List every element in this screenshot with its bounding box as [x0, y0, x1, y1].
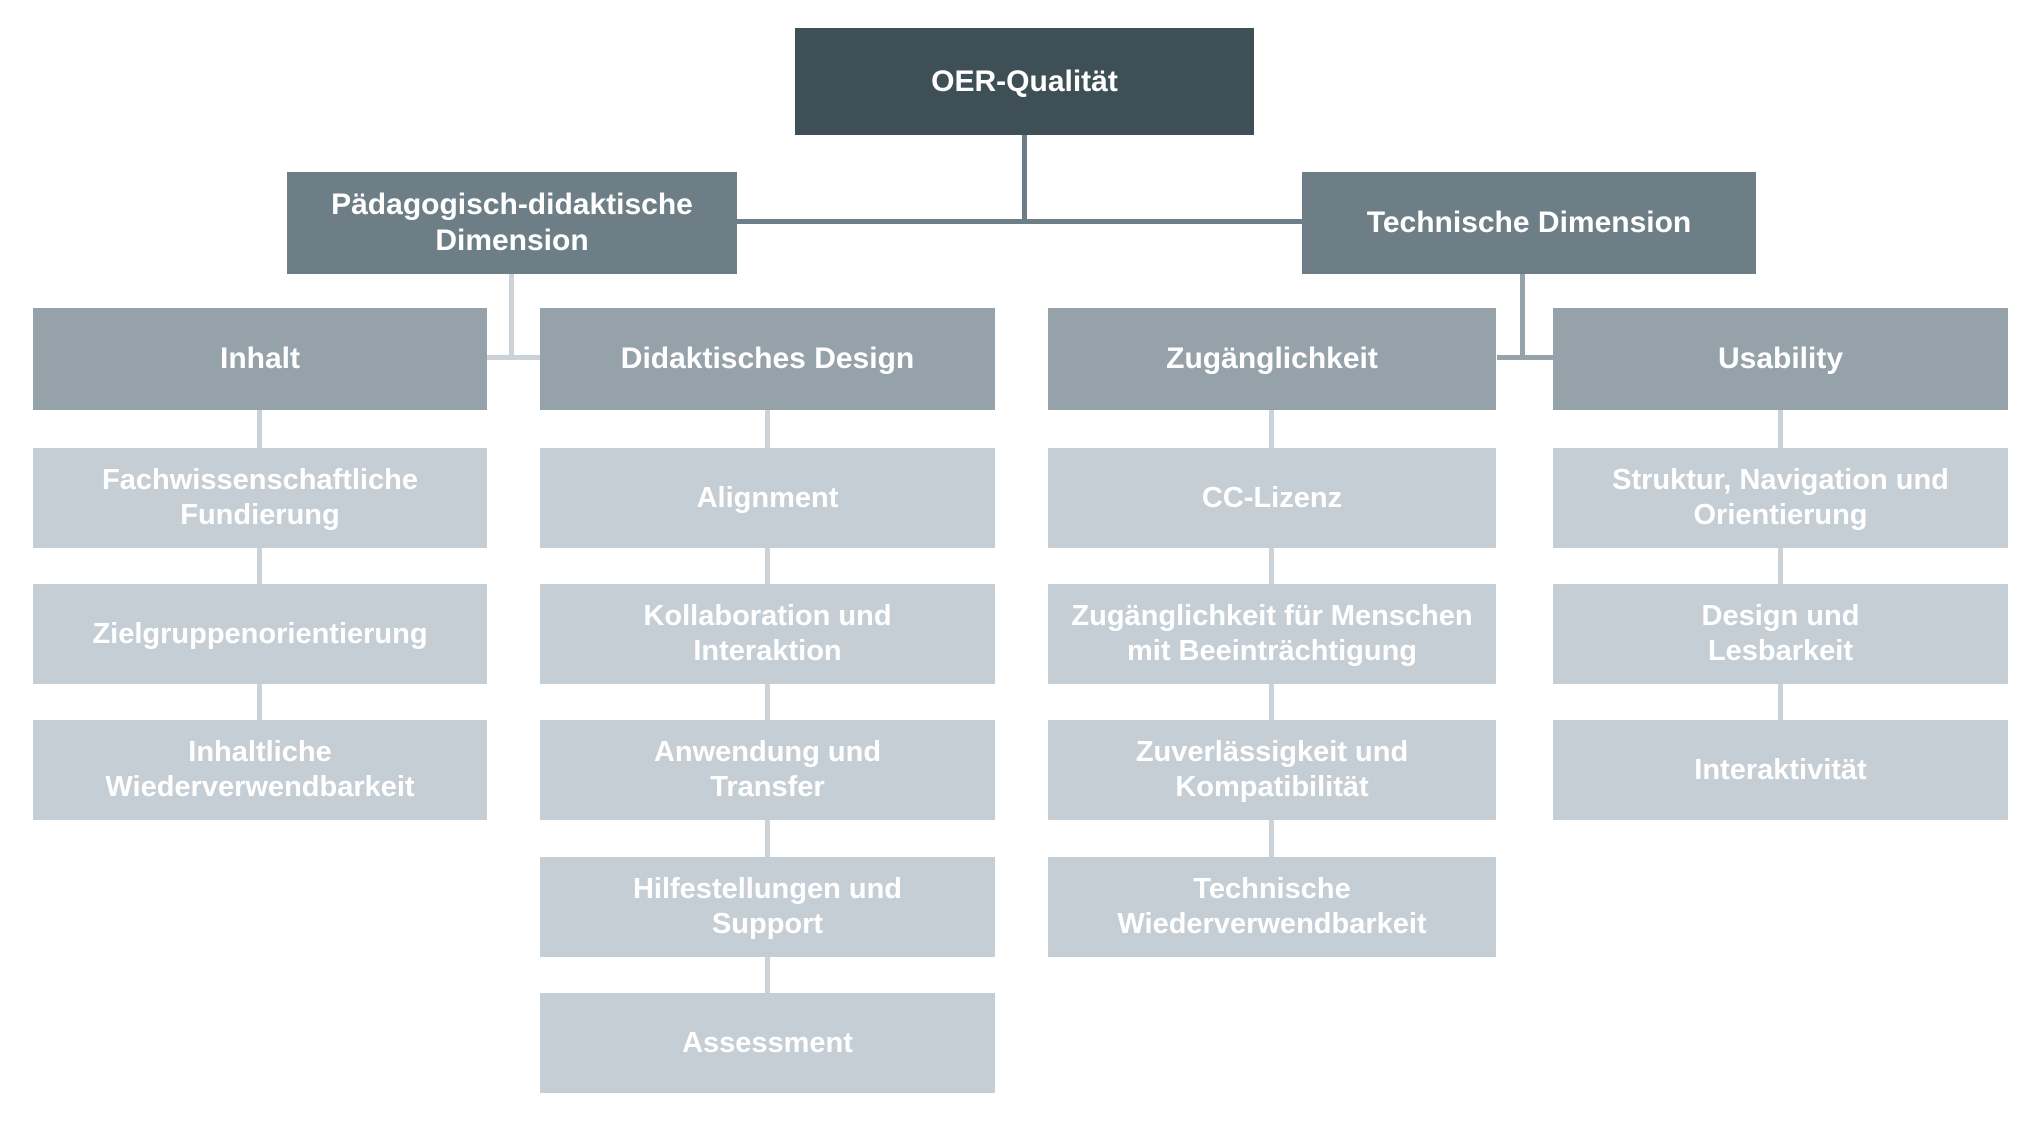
- item-anwendung-transfer: Anwendung und Transfer: [540, 720, 995, 820]
- connector-col2-seg5: [765, 957, 770, 993]
- connector-col1-seg1: [257, 410, 262, 448]
- connector-col2-seg3: [765, 684, 770, 720]
- connector-col3-seg3: [1269, 684, 1274, 720]
- column-header-usability: Usability: [1553, 308, 2008, 410]
- connector-col3-seg4: [1269, 820, 1274, 857]
- item-technische-wiederverwendbarkeit: Technische Wiederverwendbarkeit: [1048, 857, 1496, 957]
- column-header-inhalt: Inhalt: [33, 308, 487, 410]
- dimension-box-paedagogisch-didaktisch: Pädagogisch-didaktische Dimension: [287, 172, 737, 274]
- root-box-oer-qualitaet: OER-Qualität: [795, 28, 1254, 135]
- item-alignment: Alignment: [540, 448, 995, 548]
- item-hilfestellungen-support: Hilfestellungen und Support: [540, 857, 995, 957]
- connector-col2-seg1: [765, 410, 770, 448]
- column-header-didaktisches-design: Didaktisches Design: [540, 308, 995, 410]
- item-design-lesbarkeit: Design und Lesbarkeit: [1553, 584, 2008, 684]
- connector-col3-seg2: [1269, 548, 1274, 584]
- connector-col1-seg2: [257, 548, 262, 584]
- connector-col4-seg3: [1778, 684, 1783, 720]
- connector-dim1-horizontal: [487, 355, 540, 360]
- connector-dim2-horizontal: [1497, 355, 1553, 360]
- item-assessment: Assessment: [540, 993, 995, 1093]
- connector-col4-seg2: [1778, 548, 1783, 584]
- item-inhaltliche-wiederverwendbarkeit: Inhaltliche Wiederverwendbarkeit: [33, 720, 487, 820]
- connector-col1-seg3: [257, 684, 262, 720]
- connector-root-vertical: [1022, 135, 1027, 224]
- connector-dimensions-horizontal: [736, 219, 1302, 224]
- item-struktur-navigation-orientierung: Struktur, Navigation und Orientierung: [1553, 448, 2008, 548]
- connector-dim1-vertical: [509, 274, 514, 360]
- item-kollaboration-interaktion: Kollaboration und Interaktion: [540, 584, 995, 684]
- connector-col3-seg1: [1269, 410, 1274, 448]
- item-fachwissenschaftliche-fundierung: Fachwissenschaftliche Fundierung: [33, 448, 487, 548]
- item-interaktivitaet: Interaktivität: [1553, 720, 2008, 820]
- item-zielgruppenorientierung: Zielgruppenorientierung: [33, 584, 487, 684]
- connector-col2-seg4: [765, 820, 770, 857]
- item-cc-lizenz: CC-Lizenz: [1048, 448, 1496, 548]
- column-header-zugaenglichkeit: Zugänglichkeit: [1048, 308, 1496, 410]
- connector-col2-seg2: [765, 548, 770, 584]
- connector-col4-seg1: [1778, 410, 1783, 448]
- connector-dim2-vertical: [1520, 274, 1525, 360]
- item-zuverlaessigkeit-kompatibilitaet: Zuverlässigkeit und Kompatibilität: [1048, 720, 1496, 820]
- dimension-box-technisch: Technische Dimension: [1302, 172, 1756, 274]
- item-zugaenglichkeit-beeintraechtigung: Zugänglichkeit für Menschen mit Beeinträ…: [1048, 584, 1496, 684]
